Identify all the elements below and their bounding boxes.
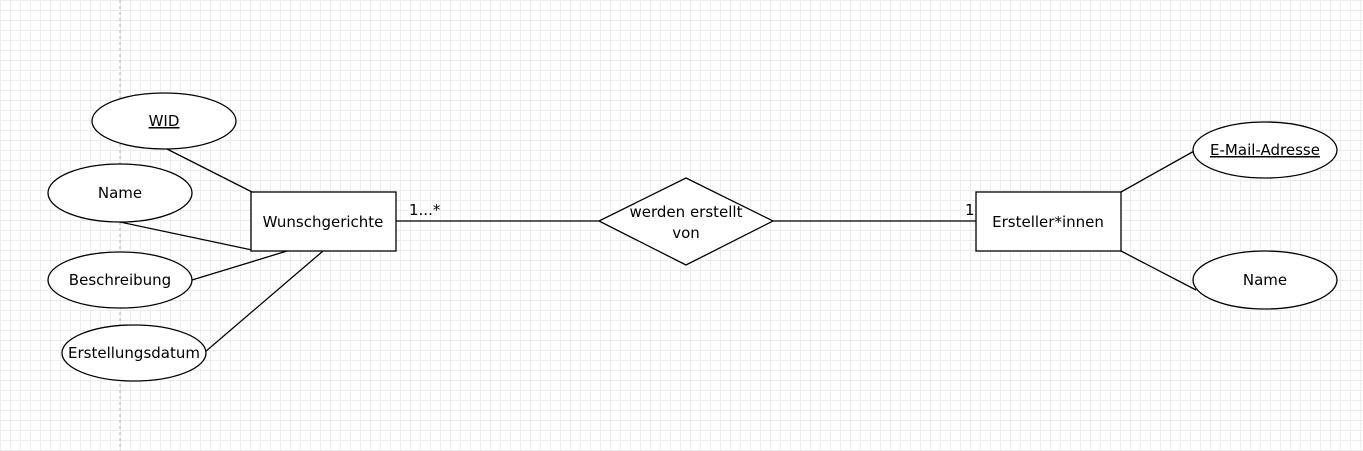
attribute-name-left-label: Name xyxy=(98,184,142,202)
cardinality-right: 1 xyxy=(965,201,975,219)
entity-wunschgerichte-box xyxy=(250,191,397,252)
attribute-email-label: E-Mail-Adresse xyxy=(1210,141,1320,159)
attribute-name-right[interactable]: Name xyxy=(1192,250,1338,310)
attribute-wid-label: WID xyxy=(149,112,180,130)
attribute-beschreibung[interactable]: Beschreibung xyxy=(47,251,193,309)
attribute-wid[interactable]: WID xyxy=(91,92,237,150)
entity-ersteller[interactable]: Ersteller*innen xyxy=(975,191,1122,252)
attribute-beschreibung-ellipse xyxy=(47,251,193,309)
entity-wunschgerichte[interactable]: Wunschgerichte xyxy=(250,191,397,252)
attribute-erstellungsdatum-ellipse xyxy=(61,324,207,382)
relationship-diamond xyxy=(597,177,775,266)
attribute-beschreibung-label: Beschreibung xyxy=(69,271,171,289)
attribute-name-left-ellipse xyxy=(47,163,193,223)
attribute-wid-ellipse xyxy=(91,92,237,150)
attribute-erstellungsdatum-label: Erstellungsdatum xyxy=(68,344,200,362)
attribute-name-right-ellipse xyxy=(1192,250,1338,310)
relationship-label-line2: von xyxy=(672,224,700,242)
entity-wunschgerichte-label: Wunschgerichte xyxy=(263,213,384,231)
attribute-email[interactable]: E-Mail-Adresse xyxy=(1192,121,1338,179)
relationship-label-line1: werden erstellt xyxy=(630,203,743,221)
attribute-email-ellipse xyxy=(1192,121,1338,179)
edge-erstellungsdatum xyxy=(204,250,324,353)
edge-name-left xyxy=(119,221,253,251)
entity-ersteller-label: Ersteller*innen xyxy=(992,213,1104,231)
entity-ersteller-box xyxy=(975,191,1122,252)
edge-name-right xyxy=(1120,250,1197,291)
attribute-name-right-label: Name xyxy=(1243,271,1287,289)
relationship-werden-erstellt-von[interactable]: werden erstellt von xyxy=(597,177,775,266)
cardinality-left: 1...* xyxy=(409,201,441,219)
edge-wid xyxy=(164,147,253,193)
attribute-name-left[interactable]: Name xyxy=(47,163,193,223)
attribute-erstellungsdatum[interactable]: Erstellungsdatum xyxy=(61,324,207,382)
edge-beschreibung xyxy=(191,250,288,281)
edge-email xyxy=(1120,149,1197,193)
